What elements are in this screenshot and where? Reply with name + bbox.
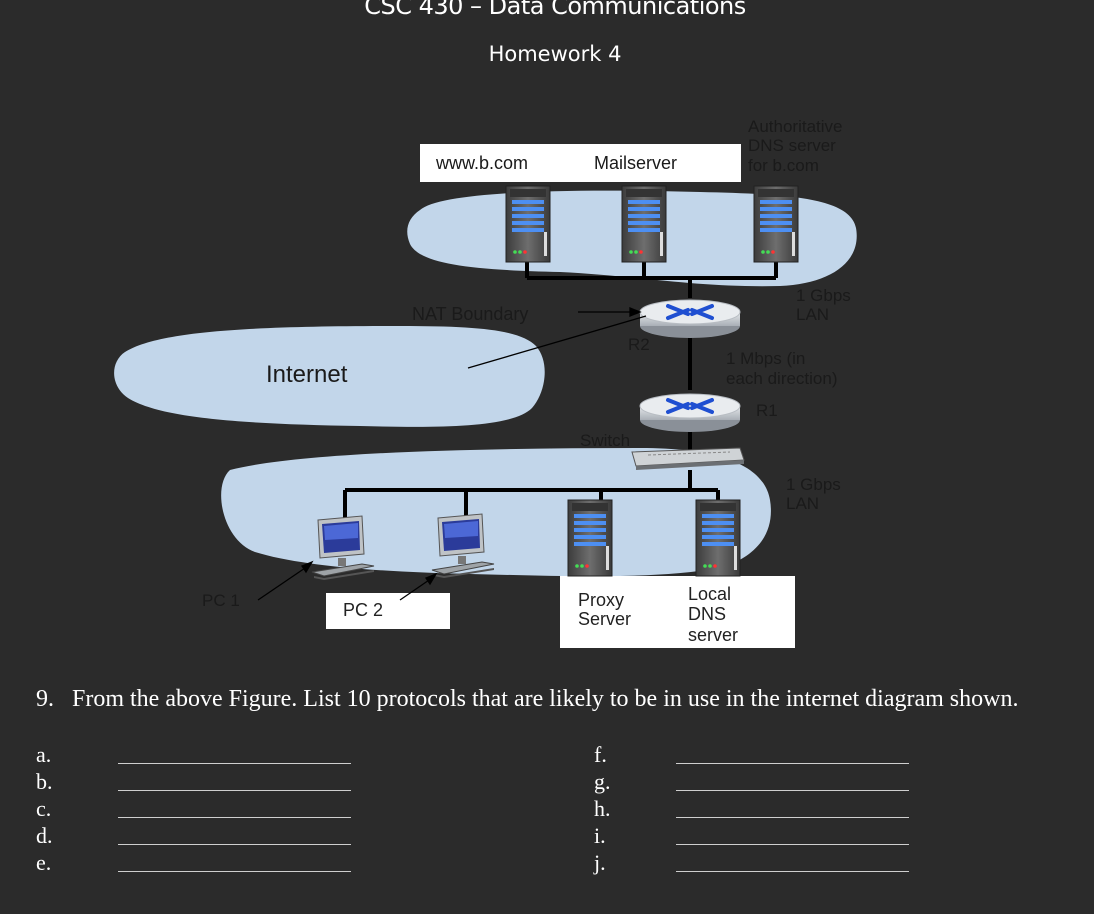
- answer-row[interactable]: b.: [36, 769, 396, 796]
- link-speed-label-2: each direction): [726, 369, 838, 388]
- local-dns-label-2: DNS: [688, 604, 726, 624]
- answer-blank[interactable]: [676, 790, 909, 791]
- pc1-label: PC 1: [202, 591, 240, 610]
- pc2-label-box: [326, 593, 450, 629]
- router-r2-label: R2: [628, 335, 650, 354]
- question-9: 9. From the above Figure. List 10 protoc…: [36, 686, 1018, 713]
- link-speed-label-1: 1 Mbps (in: [726, 349, 805, 368]
- answer-row[interactable]: d.: [36, 823, 396, 850]
- internet-label: Internet: [266, 361, 348, 388]
- answer-row[interactable]: j.: [594, 850, 954, 877]
- proxy-label-1: Proxy: [578, 590, 624, 610]
- internet-cloud: [114, 326, 545, 427]
- answer-blank[interactable]: [676, 817, 909, 818]
- www-server-icon: [505, 185, 551, 263]
- switch-icon: [631, 447, 745, 470]
- answer-letter: f.: [594, 742, 607, 767]
- local-dns-label-1: Local: [688, 584, 731, 604]
- answer-letter: h.: [594, 796, 611, 821]
- mailserver-icon: [621, 185, 667, 263]
- router-r1-icon: [638, 392, 742, 434]
- answer-letter: g.: [594, 769, 611, 794]
- local-dns-server-icon: [695, 499, 741, 577]
- router-r1-label: R1: [756, 401, 778, 420]
- auth-dns-server-icon: [753, 185, 799, 263]
- answer-row[interactable]: a.: [36, 742, 396, 769]
- answer-blank[interactable]: [676, 871, 909, 872]
- local-dns-label-3: server: [688, 625, 738, 645]
- answer-letter: c.: [36, 796, 52, 821]
- auth-dns-label-3: for b.com: [748, 156, 819, 175]
- pc2-pointer: [399, 577, 433, 601]
- answer-row[interactable]: g.: [594, 769, 954, 796]
- answer-letter: d.: [36, 823, 53, 848]
- auth-dns-label-1: Authoritative: [748, 117, 843, 136]
- top-lan-label: LAN: [796, 305, 829, 324]
- bottom-lan-speed: 1 Gbps: [786, 475, 841, 494]
- answer-blank[interactable]: [118, 790, 351, 791]
- pc2-label: PC 2: [343, 600, 383, 620]
- www-label-box: [420, 144, 578, 182]
- proxy-server-icon: [567, 499, 613, 577]
- network-diagram: www.b.com Mailserver Authoritative DNS s…: [114, 117, 857, 648]
- answer-letter: e.: [36, 850, 52, 875]
- pc1-pointer: [257, 565, 309, 601]
- proxy-label-2: Server: [578, 609, 631, 629]
- nat-boundary-label: NAT Boundary: [412, 304, 528, 324]
- answer-blank[interactable]: [118, 817, 351, 818]
- answer-blank[interactable]: [118, 844, 351, 845]
- answer-blank[interactable]: [118, 871, 351, 872]
- mailserver-label-box: [577, 144, 741, 182]
- answer-blank[interactable]: [118, 763, 351, 764]
- answer-letter: b.: [36, 769, 53, 794]
- answer-row[interactable]: i.: [594, 823, 954, 850]
- answer-row[interactable]: f.: [594, 742, 954, 769]
- router-r2-icon: [638, 298, 742, 340]
- answer-letter: a.: [36, 742, 52, 767]
- answer-letter: j.: [594, 850, 606, 875]
- server-label-box: [560, 576, 795, 648]
- question-number: 9.: [36, 686, 54, 712]
- www-label: www.b.com: [435, 153, 528, 173]
- answer-blank[interactable]: [676, 844, 909, 845]
- answer-blank[interactable]: [676, 763, 909, 764]
- answer-row[interactable]: c.: [36, 796, 396, 823]
- bottom-lan-label: LAN: [786, 494, 819, 513]
- mailserver-label: Mailserver: [594, 153, 677, 173]
- answer-letter: i.: [594, 823, 606, 848]
- answer-row[interactable]: h.: [594, 796, 954, 823]
- document-title: CSC 430 – Data Communications: [364, 0, 746, 20]
- nat-boundary-line: [467, 315, 647, 369]
- bottom-lan-cloud: [221, 448, 771, 577]
- auth-dns-label-2: DNS server: [748, 136, 836, 155]
- document-subtitle: Homework 4: [488, 42, 622, 66]
- switch-label: Switch: [580, 431, 630, 450]
- question-text: From the above Figure. List 10 protocols…: [72, 686, 1019, 712]
- top-lan-speed: 1 Gbps: [796, 286, 851, 305]
- answer-row[interactable]: e.: [36, 850, 396, 877]
